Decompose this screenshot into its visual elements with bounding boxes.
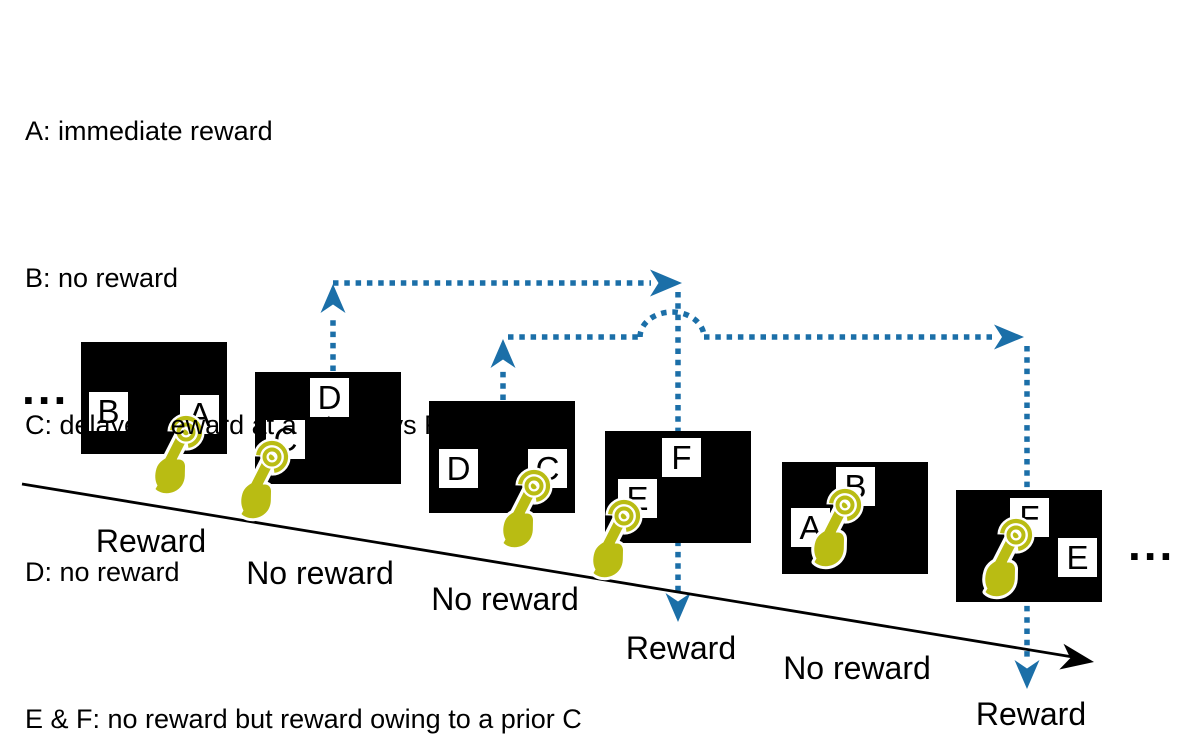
legend: A: immediate reward B: no reward C: dela… <box>25 9 582 745</box>
timeline-arrowhead-icon <box>1059 643 1094 670</box>
option-box: D <box>310 378 349 417</box>
legend-line-b: B: no reward <box>25 263 179 293</box>
line-hop-icon <box>637 309 707 338</box>
ellipsis-right: ... <box>1128 518 1176 570</box>
outcome-label-2: No reward <box>246 555 394 591</box>
outcome-label-5: No reward <box>783 650 931 686</box>
up-arrowhead-icon <box>320 284 346 313</box>
legend-line-a: A: immediate reward <box>25 116 273 146</box>
outcome-label-4: Reward <box>625 630 737 666</box>
up-arrowhead-icon <box>490 339 516 368</box>
option-box: B <box>89 392 128 431</box>
option-box: D <box>439 449 478 488</box>
legend-line-c: C: delayed reward at a later E vs F tria… <box>25 410 492 440</box>
legend-line-ef: E & F: no reward but reward owing to a p… <box>25 704 582 734</box>
outcome-label-1: Reward <box>95 523 207 559</box>
outcome-label-3: No reward <box>431 581 579 617</box>
down-arrowhead-icon <box>1014 660 1040 689</box>
tap-hand-icon <box>583 500 647 580</box>
down-arrowhead-icon <box>665 593 691 622</box>
right-arrowhead-icon <box>650 269 682 297</box>
trial-screen-4: F E <box>605 431 751 543</box>
right-arrowhead-icon <box>994 324 1024 350</box>
option-box: E <box>1058 538 1097 577</box>
ellipsis-left: ... <box>22 362 70 414</box>
tap-hand-icon <box>804 489 868 569</box>
tap-hand-icon <box>975 519 1039 599</box>
legend-line-d: D: no reward <box>25 557 180 587</box>
delayed-reward-arrow-2 <box>490 309 1040 689</box>
timeline-arrow <box>21 482 1094 670</box>
option-box: F <box>662 438 701 477</box>
outcome-label-6: Reward <box>975 696 1087 732</box>
